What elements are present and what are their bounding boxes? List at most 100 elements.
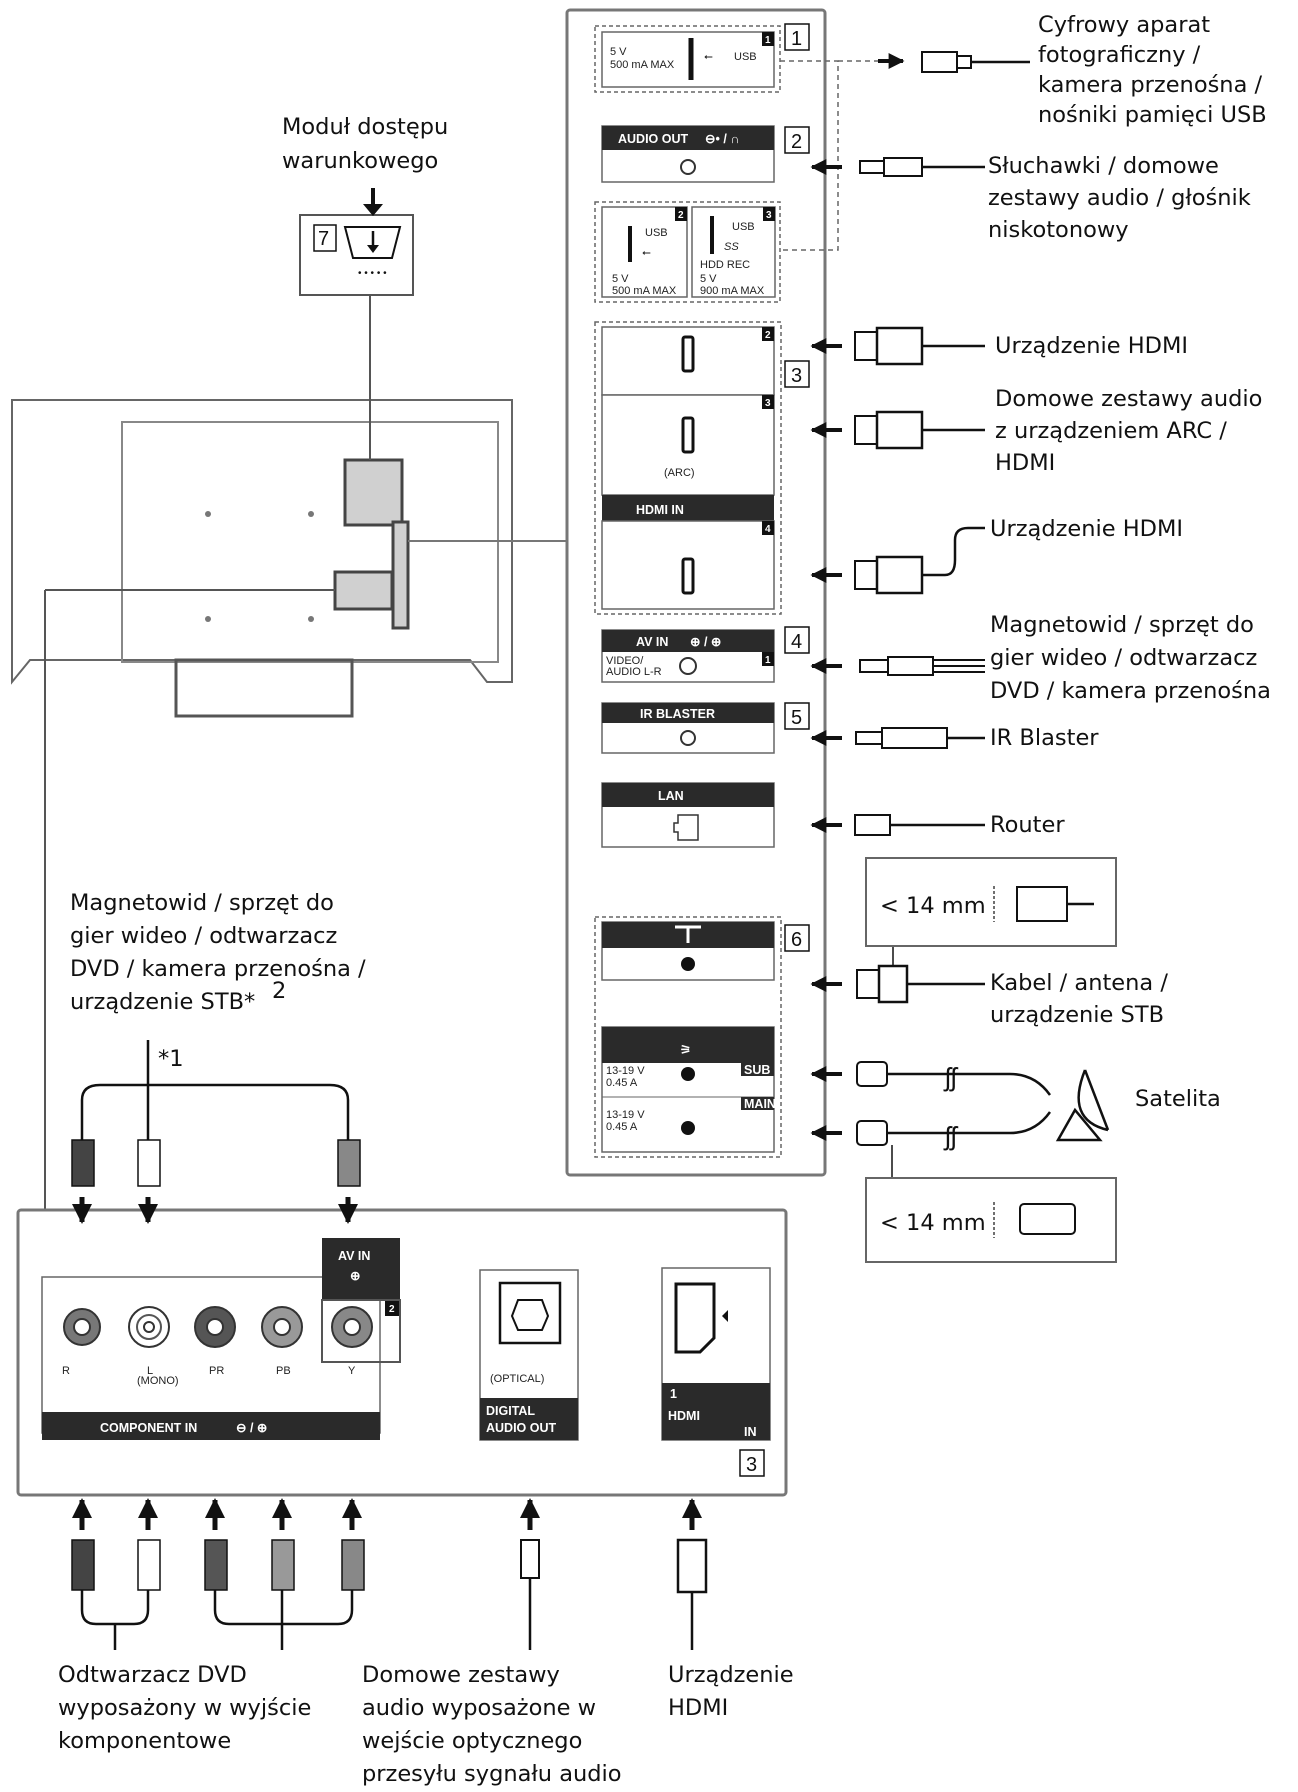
usb-ports-2-3: 2 3 USB ⭠ 5 V 500 mA MAX USB SS HDD REC … [594,201,781,303]
label-arc-3: HDMI [995,450,1055,476]
label-cable-1: Kabel / antena / [990,970,1168,996]
svg-text:AV IN: AV IN [636,635,668,649]
svg-text:VIDEO/: VIDEO/ [606,655,644,667]
svg-text:900 mA MAX: 900 mA MAX [700,285,765,297]
mm-box-bottom: < 14 mm [865,1177,1117,1263]
optical-port: (OPTICAL) DIGITAL AUDIO OUT [479,1269,579,1441]
label-hdmi-bottom-1: Urządzenie [668,1662,794,1688]
label-headphones-1: Słuchawki / domowe [988,153,1219,179]
hdmi-port-1: 1 HDMI IN [661,1267,771,1441]
label-dvd-1: Odtwarzacz DVD [58,1662,247,1688]
svg-text:⊖ / ⊕: ⊖ / ⊕ [236,1421,267,1435]
label-hdmi-device-1: Urządzenie HDMI [995,333,1188,359]
svg-text:2: 2 [389,1304,395,1315]
label-hdmi-bottom-2: HDMI [668,1695,728,1721]
svg-text:⊕: ⊕ [350,1269,360,1283]
svg-text:0.45 A: 0.45 A [606,1077,638,1089]
label-av-right-3: DVD / kamera przenośna [990,678,1271,704]
label-optical-2: audio wyposażone w [362,1695,596,1721]
label-av-left-3: DVD / kamera przenośna / [70,956,366,982]
tv-back [11,399,513,718]
svg-text:2: 2 [765,330,771,341]
label-av-left-2: gier wideo / odtwarzacz [70,923,337,949]
label-router: Router [990,812,1065,838]
label-dvd-3: komponentowe [58,1728,231,1754]
svg-text:(ARC): (ARC) [664,467,695,479]
svg-text:⭠: ⭠ [642,247,651,259]
svg-text:13-19 V: 13-19 V [606,1109,645,1121]
svg-text:⭠: ⭠ [704,51,713,63]
label-camera-3: kamera przenośna / [1038,72,1263,98]
label-camera-4: nośniki pamięci USB [1038,102,1267,128]
label-av-left-4: urządzenie STB* [70,989,255,1015]
svg-text:1: 1 [765,35,771,46]
svg-text:AUDIO L-R: AUDIO L-R [606,666,662,678]
svg-text:3: 3 [766,210,772,221]
cam-module-label-1: Moduł dostępu [282,114,448,140]
svg-text:IN: IN [744,1425,757,1439]
svg-text:MAIN: MAIN [744,1097,776,1111]
svg-text:AUDIO OUT: AUDIO OUT [618,132,689,146]
svg-text:USB: USB [645,227,668,239]
svg-text:SUB: SUB [744,1063,770,1077]
antenna-satellite-ports: ⚞ 13-19 V 0.45 A SUB MAIN 13-19 V 0.45 A [594,916,782,1158]
svg-text:1: 1 [670,1387,677,1401]
cam-module: 7 • • • • • [299,214,414,296]
satellite-dish-icon [1055,1069,1110,1142]
svg-text:ʃʃ: ʃʃ [943,1062,959,1092]
svg-text:2: 2 [678,210,684,221]
svg-text:HDD REC: HDD REC [700,259,750,271]
svg-text:⚞: ⚞ [680,1043,691,1057]
svg-text:L: L [147,1365,153,1377]
label-headphones-3: niskotonowy [988,217,1129,243]
svg-text:Y: Y [348,1365,356,1377]
svg-text:5 V: 5 V [612,273,629,285]
number-7: 7 [318,228,329,250]
svg-text:HDMI IN: HDMI IN [636,503,684,517]
svg-text:(MONO): (MONO) [137,1375,179,1387]
label-camera-2: fotograficzny / [1038,42,1201,68]
svg-text:COMPONENT IN: COMPONENT IN [100,1421,197,1435]
label-arc-2: z urządzeniem ARC / [995,418,1227,444]
label-ir-blaster: IR Blaster [990,725,1099,751]
svg-text:1: 1 [765,655,771,666]
svg-text:< 14 mm: < 14 mm [880,893,986,919]
svg-text:AV IN: AV IN [338,1249,370,1263]
svg-text:⊖• / ∩: ⊖• / ∩ [705,132,739,146]
svg-text:500 mA MAX: 500 mA MAX [610,59,675,71]
svg-text:SS: SS [724,241,739,253]
right-cables: ʃʃ ʃʃ [810,51,1052,1180]
cam-arrow [363,188,383,216]
svg-text:4: 4 [765,524,771,535]
label-av-right-1: Magnetowid / sprzęt do [990,612,1254,638]
label-cable-2: urządzenie STB [990,1002,1164,1028]
svg-text:(OPTICAL): (OPTICAL) [490,1373,544,1385]
svg-text:13-19 V: 13-19 V [606,1065,645,1077]
audio-out-port: AUDIO OUT ⊖• / ∩ [601,125,775,183]
bottom-cables [71,1498,708,1650]
number-6: 6 [791,929,802,951]
component-in-port: AV IN ⊕ 2 R L (MONO) PR PB Y COMPONENT I… [41,1238,401,1440]
tv-screw-holes [205,511,314,622]
label-av-left-1: Magnetowid / sprzęt do [70,890,334,916]
svg-text:USB: USB [734,51,757,63]
number-1: 1 [791,28,802,50]
av-in-port-1: AV IN ⊕ / ⊕ 1 VIDEO/ AUDIO L-R [601,629,775,683]
label-av-left-sup: 2 [272,978,286,1004]
svg-text:HDMI: HDMI [668,1409,700,1423]
number-5: 5 [791,707,802,729]
svg-text:• • • • •: • • • • • [358,268,387,279]
svg-text:< 14 mm: < 14 mm [880,1210,986,1236]
label-camera-1: Cyfrowy aparat [1038,12,1210,38]
lan-port: LAN [601,782,775,848]
svg-text:PB: PB [276,1365,291,1377]
usb-port-1: 5 V 500 mA MAX ⭠ USB 1 [594,25,781,93]
label-satellite: Satelita [1135,1086,1221,1112]
label-headphones-2: zestawy audio / głośnik [988,185,1251,211]
svg-text:5 V: 5 V [700,273,717,285]
svg-text:R: R [62,1365,70,1377]
svg-text:⊕ / ⊕: ⊕ / ⊕ [690,635,721,649]
svg-text:5 V: 5 V [610,46,627,58]
label-av-right-2: gier wideo / odtwarzacz [990,645,1257,671]
